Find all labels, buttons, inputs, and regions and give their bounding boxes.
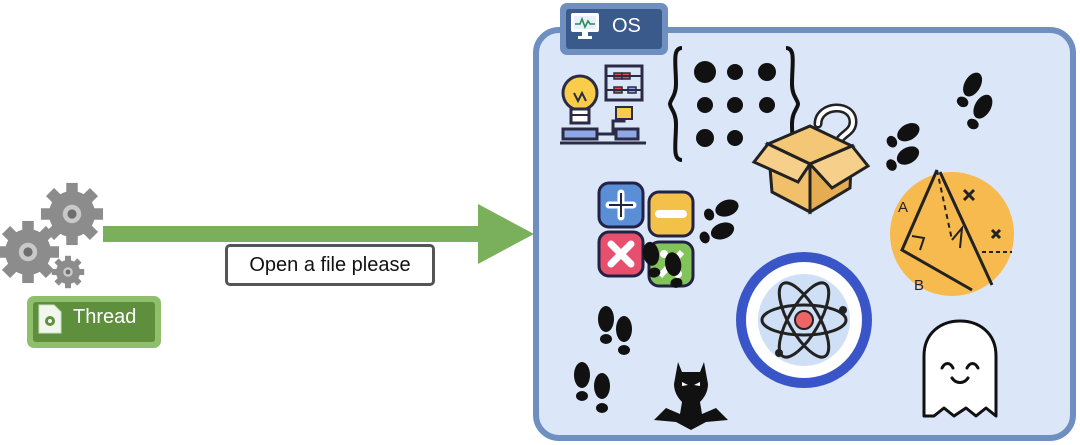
geometry-icon: A B [882,160,1022,300]
thread-node[interactable]: Thread [27,296,161,348]
atom-icon [734,250,874,390]
batman-icon [654,358,728,432]
os-node[interactable]: OS [560,3,668,55]
gears-icon [0,170,110,300]
footprints-icon [636,238,691,303]
footprints-icon [872,116,927,181]
footprints-icon [688,192,743,252]
footprints-icon [940,70,1000,140]
mystery-box-icon [748,96,873,216]
footprints-icon [568,360,618,428]
geometry-label-a: A [898,199,908,216]
document-gear-icon [37,304,63,339]
os-label: OS [612,15,641,37]
arrow-label: Open a file please [225,244,435,286]
request-arrow [100,200,540,270]
geometry-label-b: B [914,277,924,294]
ghost-icon [920,318,1000,420]
monitor-icon [570,12,600,45]
math-operators-icon [596,180,696,292]
footprints-icon [592,305,637,367]
lightbulb-abacus-icon [558,63,648,148]
thread-label: Thread [73,306,137,328]
